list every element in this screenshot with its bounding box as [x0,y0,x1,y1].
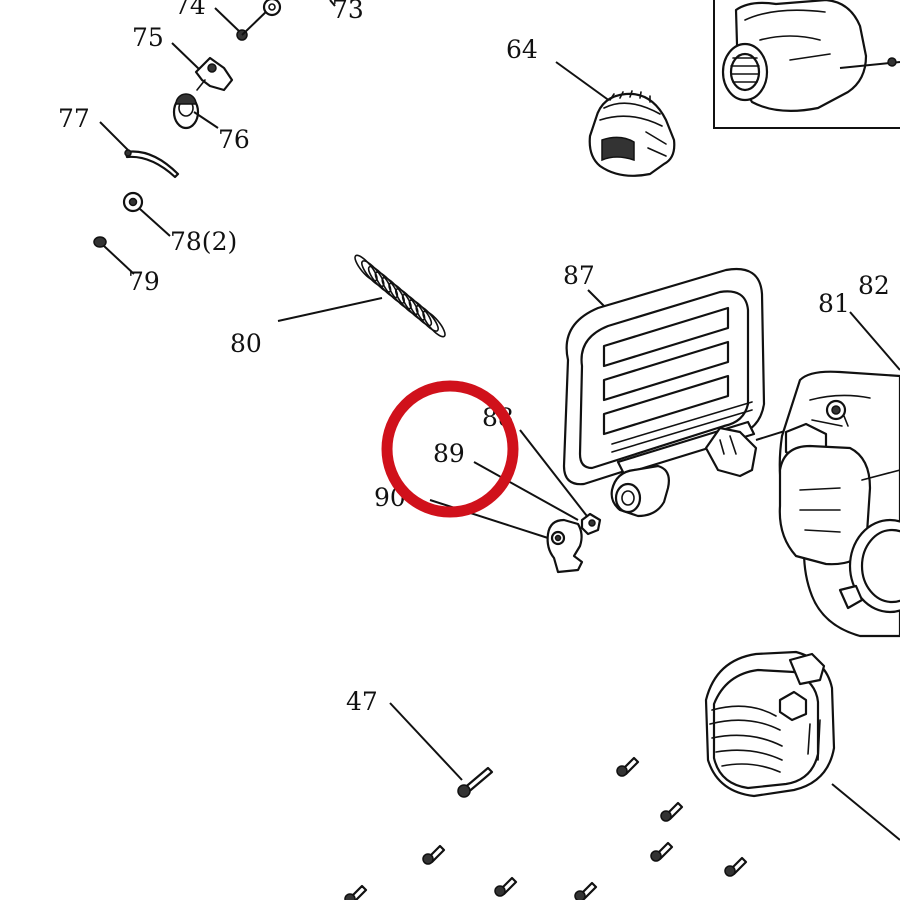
part-76 [172,93,219,130]
label-74: 74 [174,0,206,20]
part-75 [171,42,234,92]
label-73: 73 [332,0,364,24]
small-screw [660,801,684,822]
small-screw [494,876,518,897]
small-screw [344,884,368,900]
label-87: 87 [563,261,595,290]
label-79: 79 [128,267,160,296]
inset-detail-box [713,0,900,129]
spring-coil [381,276,405,304]
spring-coil [388,282,412,310]
label-64: 64 [506,35,538,64]
label-82: 82 [858,271,890,300]
part-80-spring [277,254,446,338]
spring-coil [354,254,378,282]
part-79 [93,236,135,275]
label-47: 47 [346,687,378,716]
part-73-74 [214,0,336,41]
part-64-cap [555,61,676,177]
label-75: 75 [132,23,164,52]
small-screw [574,881,598,900]
highlight-circle [381,380,519,518]
spring-coil [374,271,399,299]
small-screw [650,841,674,862]
part-81-82-housing [778,311,900,638]
spring-coil [401,293,426,321]
label-80: 80 [230,329,262,358]
small-screw [422,844,446,865]
part-77 [99,121,180,179]
part-lower-cover [704,650,900,841]
part-78 [122,191,171,237]
part-87-guard [562,267,821,518]
small-screw [724,856,748,877]
small-screws [344,756,748,900]
spring-coil [395,288,419,316]
label-81: 81 [818,289,850,318]
label-78: 78(2) [170,227,237,256]
label-76: 76 [218,125,250,154]
spring-coil [422,310,446,338]
spring-coil [408,299,433,327]
label-89: 89 [433,439,465,468]
spring-coil [361,260,385,288]
spring-coil [367,265,392,293]
parts-88-89-90 [429,429,602,574]
small-screw [616,756,640,777]
part-47-screw [389,702,494,798]
label-77: 77 [58,104,90,133]
spring-coil [415,304,439,332]
